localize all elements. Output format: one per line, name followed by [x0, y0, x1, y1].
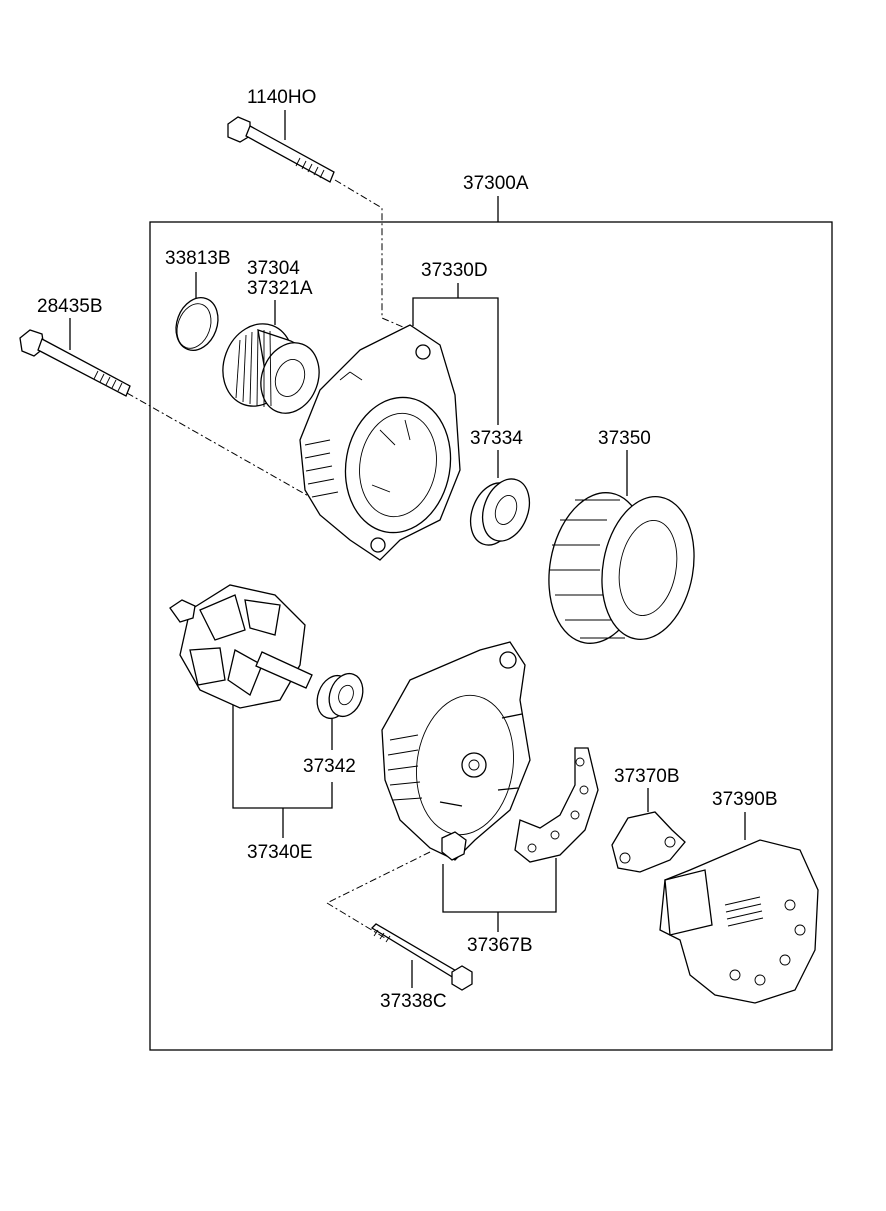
stator-37350[interactable]	[538, 485, 705, 651]
label-37370b[interactable]: 37370B	[614, 766, 680, 787]
label-37321a[interactable]: 37321A	[247, 278, 313, 299]
label-37390b[interactable]: 37390B	[712, 789, 778, 810]
rear-housing[interactable]	[381, 641, 531, 861]
bolt-37338c[interactable]	[370, 923, 473, 991]
cap-33813b[interactable]	[169, 292, 225, 356]
bolt-28435b[interactable]	[19, 329, 131, 397]
label-37304[interactable]: 37304	[247, 258, 300, 279]
alignment-lines	[126, 179, 431, 939]
label-37338c[interactable]: 37338C	[380, 991, 447, 1012]
regulator-37370b[interactable]	[611, 811, 686, 873]
label-37350[interactable]: 37350	[598, 428, 651, 449]
bearing-37342[interactable]	[311, 669, 368, 723]
rear-cover-37390b[interactable]	[659, 839, 819, 1004]
bolt-1140ho[interactable]	[227, 116, 335, 183]
label-37330d[interactable]: 37330D	[421, 260, 488, 281]
label-37300a[interactable]: 37300A	[463, 173, 529, 194]
assembly-frame	[149, 221, 833, 1051]
pulley-37321a[interactable]	[212, 314, 329, 422]
rectifier-37367b[interactable]	[514, 747, 599, 863]
rotor-37340e[interactable]	[169, 584, 313, 709]
leader-lines	[69, 110, 746, 988]
label-28435b[interactable]: 28435B	[37, 296, 103, 317]
label-37334[interactable]: 37334	[470, 428, 523, 449]
front-housing-37330d[interactable]	[299, 324, 461, 561]
bearing-37334[interactable]	[462, 472, 537, 551]
label-37340e[interactable]: 37340E	[247, 842, 313, 863]
label-33813b[interactable]: 33813B	[165, 248, 231, 269]
label-37342[interactable]: 37342	[303, 756, 356, 777]
label-37367b[interactable]: 37367B	[467, 935, 533, 956]
label-1140ho[interactable]: 1140HO	[247, 87, 316, 108]
